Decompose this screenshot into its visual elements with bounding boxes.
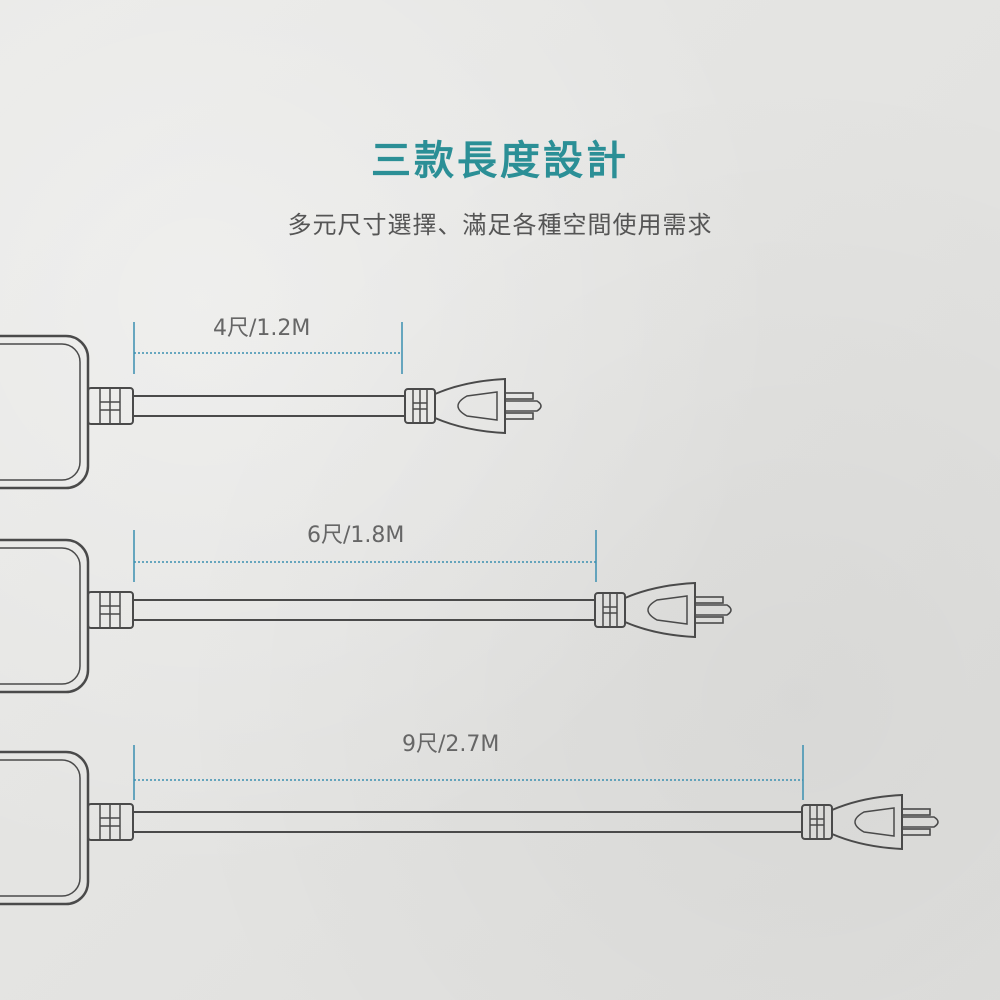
power-strip-body-1 (0, 334, 135, 490)
power-strip-body-3 (0, 750, 135, 906)
cord-row-2 (0, 530, 732, 694)
cord-length-label-2: 6尺/1.8M (307, 523, 405, 548)
plug-icon-2 (594, 582, 732, 638)
cord-length-label-1: 4尺/1.2M (213, 316, 311, 341)
page-title: 三款長度設計 (371, 138, 629, 184)
plug-icon-3 (801, 794, 939, 850)
page-subtitle: 多元尺寸選擇、滿足各種空間使用需求 (287, 211, 713, 239)
cord-row-1 (0, 322, 542, 490)
cord-length-label-3: 9尺/2.7M (402, 732, 500, 757)
cord-row-3 (0, 745, 939, 906)
power-strip-body-2 (0, 538, 135, 694)
plug-icon-1 (404, 378, 542, 434)
